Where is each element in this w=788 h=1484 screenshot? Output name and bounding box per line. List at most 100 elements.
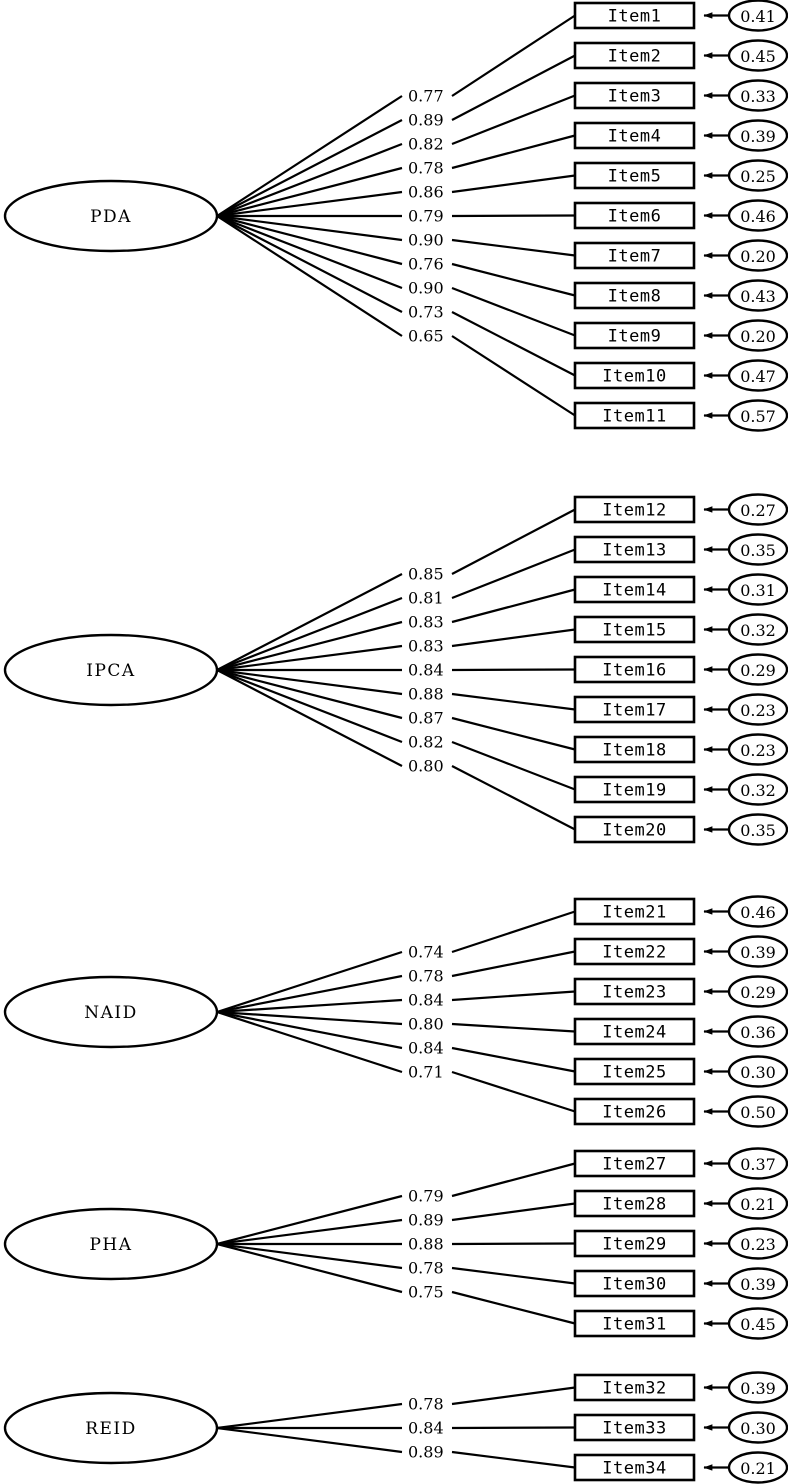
indicator-box <box>573 1229 696 1258</box>
loading-label: 0.79 <box>408 207 444 226</box>
factor-loading-path <box>216 1242 576 1325</box>
factor-loading-path <box>216 1202 576 1246</box>
indicator-label: Item11 <box>602 407 666 427</box>
factor-loading-path <box>216 1242 576 1285</box>
factor-loading-path <box>216 1010 576 1033</box>
residual-value: 0.21 <box>740 1195 776 1214</box>
indicator-label: Item4 <box>608 127 662 147</box>
indicator-box <box>573 1189 696 1218</box>
loading-label: 0.81 <box>408 589 444 608</box>
indicator-box <box>573 281 696 310</box>
factor-loading-path <box>217 214 576 218</box>
residual-ellipse <box>727 1015 788 1048</box>
residual-ellipse <box>727 319 788 352</box>
residual-ellipse <box>727 573 788 606</box>
residual-ellipse <box>727 653 788 686</box>
residual-ellipse <box>727 399 788 432</box>
residual-value: 0.29 <box>740 983 776 1002</box>
indicator-label: Item18 <box>602 741 666 761</box>
indicator-box <box>573 1097 696 1126</box>
factor-loading-path <box>216 508 576 671</box>
indicator-label: Item27 <box>602 1155 666 1175</box>
residual-value: 0.27 <box>740 501 776 520</box>
latent-label-pha: PHA <box>89 1235 132 1255</box>
loading-label: 0.77 <box>408 87 444 106</box>
factor-loading-path <box>216 669 576 831</box>
indicator-box <box>573 495 696 524</box>
residual-ellipse <box>727 813 788 846</box>
indicator-label: Item28 <box>602 1195 666 1215</box>
residual-ellipse <box>727 493 788 526</box>
indicator-box <box>573 615 696 644</box>
residual-value: 0.32 <box>740 781 776 800</box>
indicator-box <box>573 321 696 350</box>
loading-label: 0.74 <box>408 943 444 962</box>
indicator-label: Item7 <box>608 247 662 267</box>
factor-loading-path <box>216 1426 576 1469</box>
factor-loading-path <box>216 1010 576 1073</box>
indicator-box <box>573 161 696 190</box>
residual-ellipse <box>727 773 788 806</box>
indicator-label: Item25 <box>602 1063 666 1083</box>
residual-ellipse <box>727 1411 788 1444</box>
loading-label: 0.71 <box>408 1063 444 1082</box>
indicator-box <box>573 1373 696 1402</box>
residual-value: 0.39 <box>740 1275 776 1294</box>
indicator-box <box>573 1309 696 1338</box>
factor-loading-path <box>216 214 576 257</box>
residual-value: 0.43 <box>740 287 776 306</box>
loading-label: 0.82 <box>408 135 444 154</box>
latent-ellipse-naid <box>3 975 219 1049</box>
indicator-label: Item17 <box>602 701 666 721</box>
residual-value: 0.25 <box>740 167 776 186</box>
residual-ellipse <box>727 935 788 968</box>
factor-loading-path <box>216 174 576 218</box>
loading-label: 0.84 <box>408 1039 444 1058</box>
indicator-label: Item9 <box>608 327 662 347</box>
residual-ellipse <box>727 1307 788 1340</box>
latent-label-pda: PDA <box>90 207 132 227</box>
indicator-label: Item1 <box>608 7 662 27</box>
loading-label: 0.87 <box>408 709 444 728</box>
residual-ellipse <box>727 975 788 1008</box>
residual-value: 0.47 <box>740 367 776 386</box>
factor-loading-path <box>216 588 576 672</box>
residual-value: 0.50 <box>740 1103 776 1122</box>
factor-loading-path <box>216 54 576 217</box>
residual-value: 0.32 <box>740 621 776 640</box>
residual-ellipse <box>727 79 788 112</box>
loading-label: 0.79 <box>408 1187 444 1206</box>
indicator-label: Item30 <box>602 1275 666 1295</box>
factor-loading-path <box>216 628 576 672</box>
indicator-label: Item22 <box>602 943 666 963</box>
indicator-label: Item16 <box>602 661 666 681</box>
residual-value: 0.31 <box>740 581 776 600</box>
indicator-label: Item32 <box>602 1379 666 1399</box>
residual-ellipse <box>727 1187 788 1220</box>
indicator-label: Item5 <box>608 167 662 187</box>
residual-value: 0.57 <box>740 407 776 426</box>
indicator-label: Item33 <box>602 1419 666 1439</box>
loading-label: 0.90 <box>408 231 444 250</box>
indicator-box <box>573 1413 696 1442</box>
indicator-box <box>573 1 696 30</box>
loading-label: 0.83 <box>408 613 444 632</box>
residual-ellipse <box>727 1147 788 1180</box>
indicator-box <box>573 81 696 110</box>
indicator-box <box>573 361 696 390</box>
factor-loading-path <box>217 668 576 672</box>
latent-ellipse-ipca <box>3 633 219 707</box>
loading-label: 0.89 <box>408 1443 444 1462</box>
residual-ellipse <box>727 693 788 726</box>
factor-loading-path <box>216 215 576 377</box>
factor-loading-path <box>216 1162 576 1246</box>
indicator-box <box>573 695 696 724</box>
residual-value: 0.39 <box>740 127 776 146</box>
loading-label: 0.80 <box>408 757 444 776</box>
factor-loading-path <box>216 1010 576 1113</box>
residual-value: 0.41 <box>740 7 776 26</box>
loading-label: 0.86 <box>408 183 444 202</box>
residual-ellipse <box>727 1227 788 1260</box>
indicator-label: Item26 <box>602 1103 666 1123</box>
